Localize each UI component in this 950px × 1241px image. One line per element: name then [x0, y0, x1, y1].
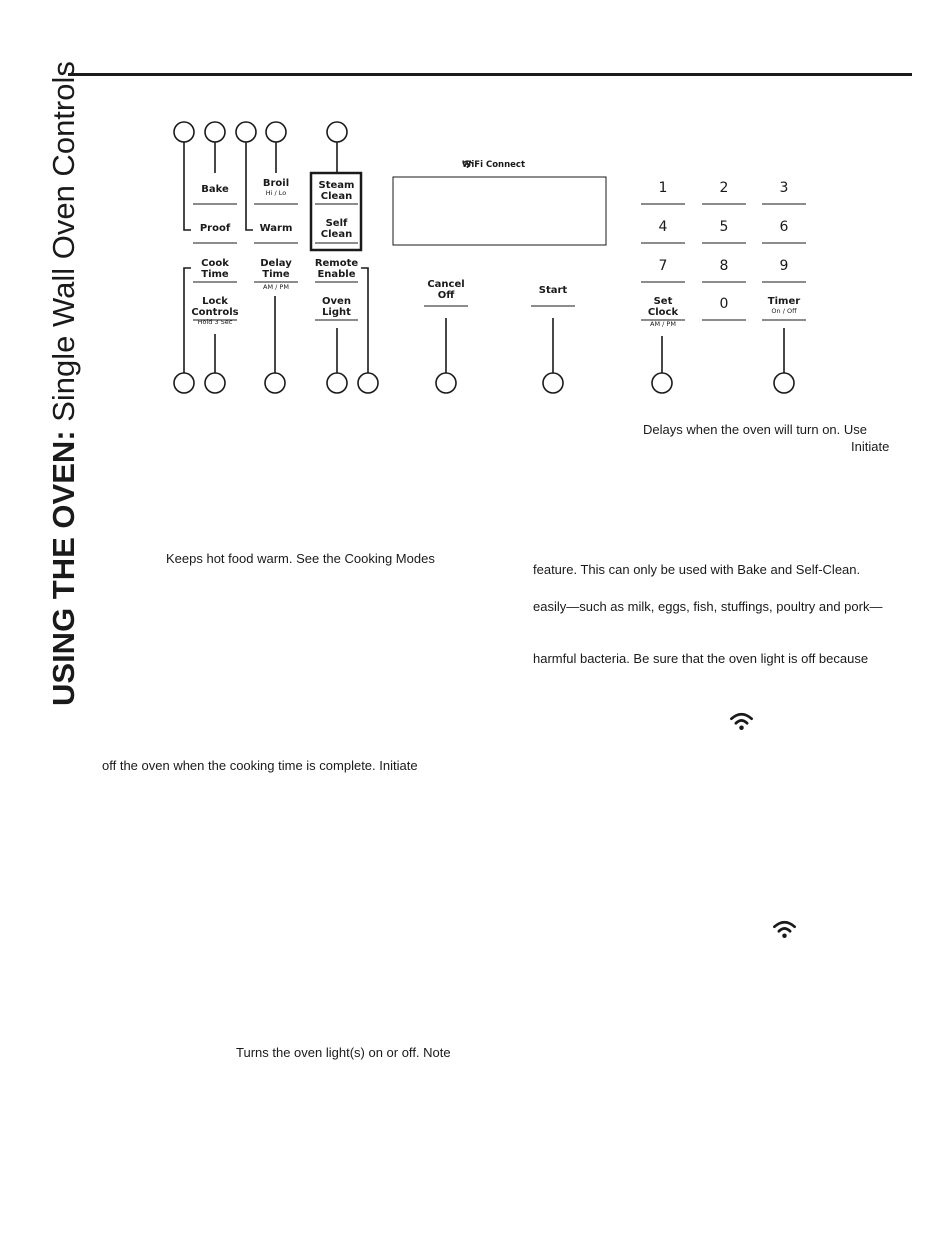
- display-window: [392, 176, 607, 246]
- cook-time-description: off the oven when the cooking time is co…: [102, 758, 418, 773]
- section-title-bold: USING THE OVEN:: [46, 430, 81, 706]
- callout-circle: [173, 372, 195, 394]
- delay-text-line1: Delays when the oven will turn on. Use: [643, 422, 868, 437]
- header-rule: [68, 73, 912, 76]
- callout-circle: [773, 372, 795, 394]
- bacteria-text: harmful bacteria. Be sure that the oven …: [533, 651, 869, 666]
- remote-enable-button[interactable]: Remote Enable: [314, 258, 359, 280]
- callout-circle: [357, 372, 379, 394]
- wifi-connect-label: WiFi Connect: [462, 160, 525, 170]
- wifi-icon: [462, 160, 473, 168]
- cancel-off-button[interactable]: Cancel Off: [427, 279, 465, 301]
- proof-button[interactable]: Proof: [199, 223, 231, 234]
- keypad-9[interactable]: 9: [779, 258, 789, 274]
- callout-circle: [235, 121, 257, 143]
- wifi-connect-text: WiFi Connect: [462, 160, 526, 170]
- bake-button[interactable]: Bake: [201, 184, 229, 195]
- keypad-6[interactable]: 6: [779, 219, 789, 235]
- wifi-icon: [773, 920, 796, 938]
- callout-circle: [173, 121, 195, 143]
- keypad-8[interactable]: 8: [719, 258, 729, 274]
- keypad-4[interactable]: 4: [658, 219, 668, 235]
- keypad-0[interactable]: 0: [719, 296, 729, 312]
- self-clean-button[interactable]: Self Clean: [320, 218, 353, 240]
- warm-description: Keeps hot food warm. See the Cooking Mod…: [166, 551, 435, 566]
- delay-text-line2: Initiate: [851, 439, 890, 454]
- cook-time-button[interactable]: Cook Time: [201, 258, 229, 280]
- callout-circle: [265, 121, 287, 143]
- bake-clean-text: feature. This can only be used with Bake…: [533, 562, 861, 577]
- keypad-5[interactable]: 5: [719, 219, 729, 235]
- callout-lines: [173, 121, 806, 394]
- oven-light-button[interactable]: Oven Light: [322, 296, 351, 318]
- callout-circle: [326, 372, 348, 394]
- steam-clean-button[interactable]: Steam Clean: [318, 180, 355, 202]
- keypad-7[interactable]: 7: [658, 258, 668, 274]
- wifi-icon: [730, 712, 753, 730]
- callout-circle: [651, 372, 673, 394]
- callout-circle: [264, 372, 286, 394]
- keypad-3[interactable]: 3: [779, 180, 789, 196]
- callout-circle: [204, 372, 226, 394]
- callout-circle: [326, 121, 348, 143]
- callout-circle: [542, 372, 564, 394]
- oven-light-description: Turns the oven light(s) on or off. Note: [236, 1045, 451, 1060]
- warm-button[interactable]: Warm: [259, 223, 293, 234]
- start-button[interactable]: Start: [538, 285, 568, 296]
- foods-text: easily—such as milk, eggs, fish, stuffin…: [533, 599, 883, 614]
- callout-circle: [204, 121, 226, 143]
- keypad-2[interactable]: 2: [719, 180, 729, 196]
- keypad-1[interactable]: 1: [658, 180, 668, 196]
- callout-circle: [435, 372, 457, 394]
- clean-highlight-box: [309, 171, 363, 252]
